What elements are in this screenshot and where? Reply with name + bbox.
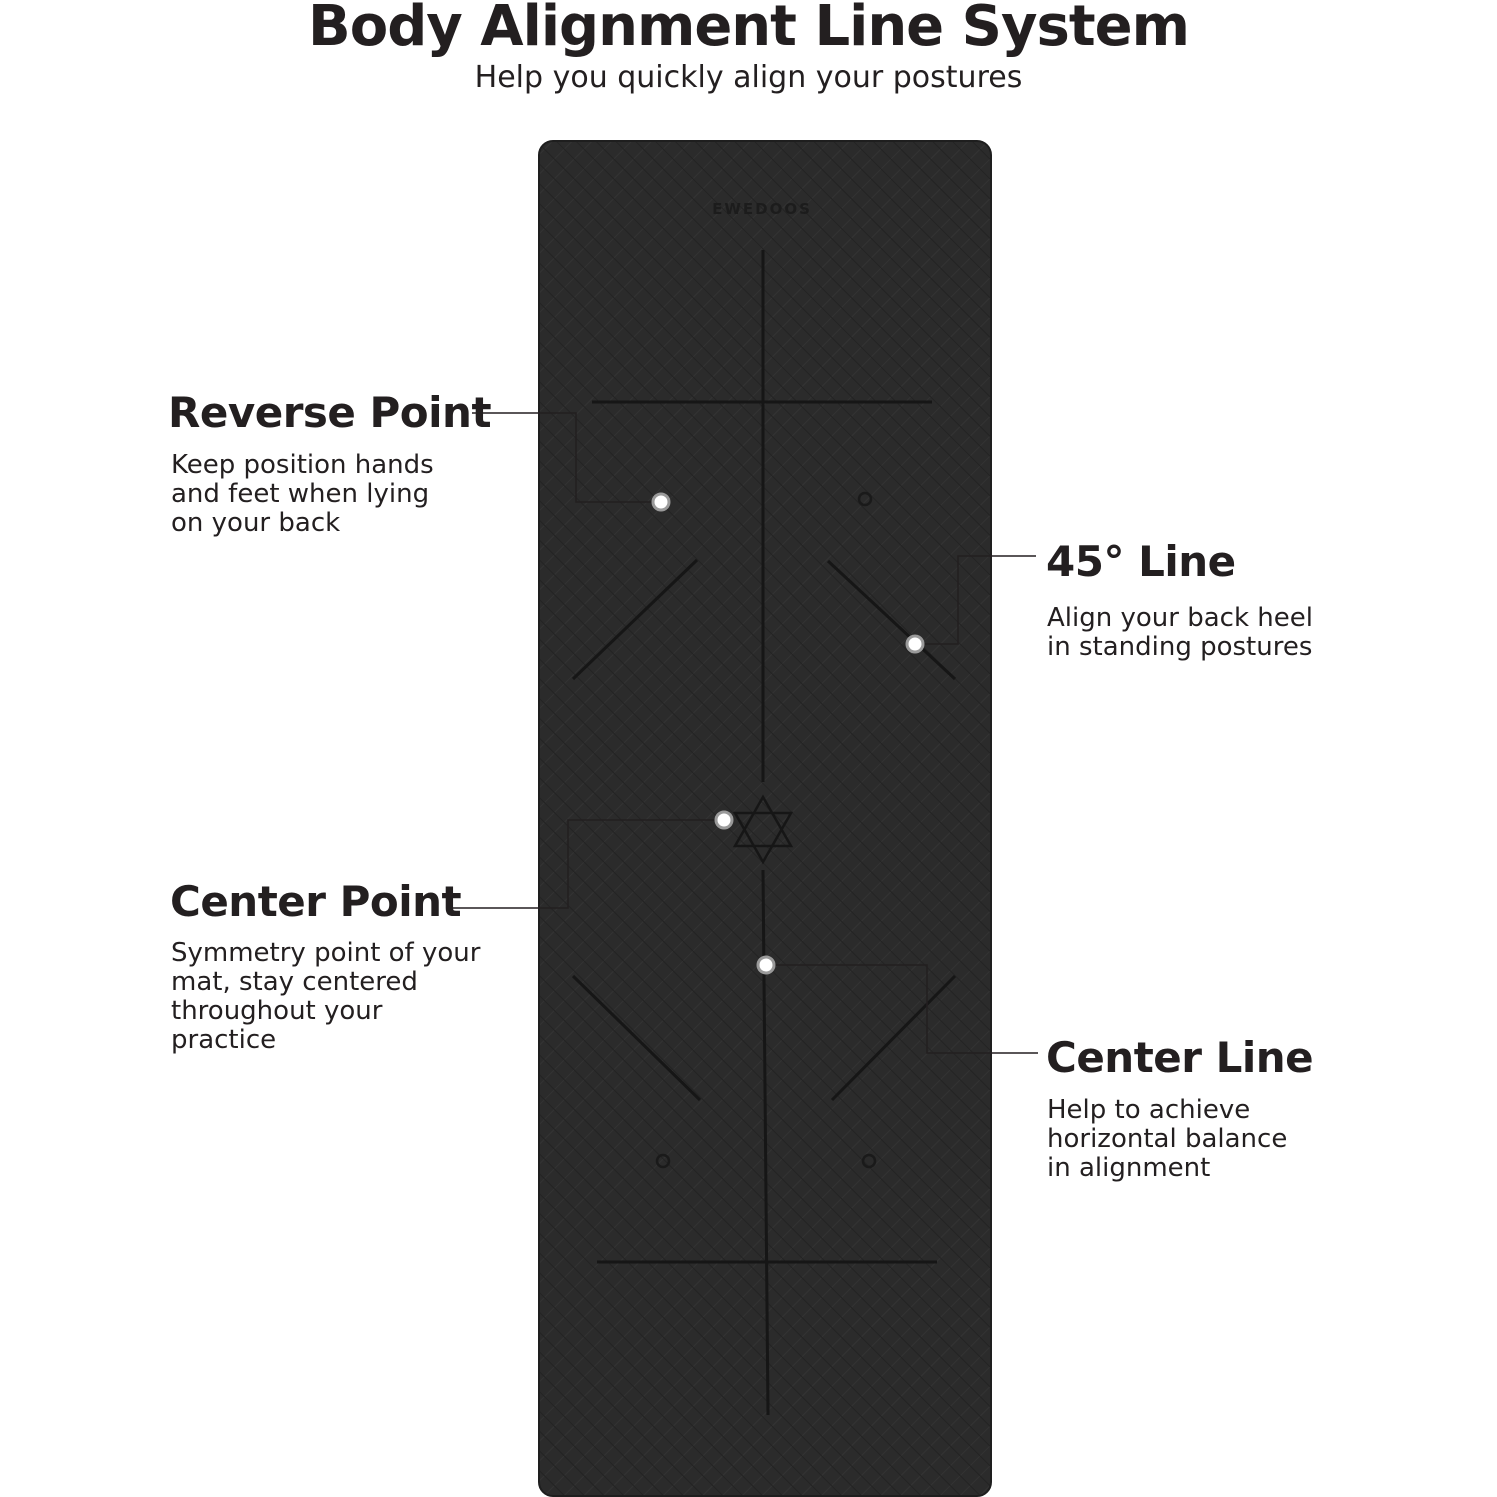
leader-line-center-point (450, 819, 724, 909)
marker-45-line (905, 634, 925, 654)
leader-line-center-line (766, 964, 1038, 1054)
marker-reverse-point (651, 492, 671, 512)
callout-desc-45-line: Align your back heel in standing posture… (1047, 603, 1313, 662)
callout-desc-center-point: Symmetry point of your mat, stay centere… (171, 938, 481, 1055)
page-title: Body Alignment Line System (308, 0, 1190, 59)
callout-title-reverse-point: Reverse Point (168, 388, 492, 437)
mat-brand-label: EWEDOOS (712, 200, 812, 218)
callout-desc-center-line: Help to achieve horizontal balance in al… (1047, 1095, 1288, 1183)
callout-title-center-point: Center Point (170, 877, 462, 926)
callout-desc-reverse-point: Keep position hands and feet when lying … (171, 450, 434, 538)
leader-line-reverse-point (472, 412, 661, 503)
alignment-lines (571, 250, 957, 1416)
diagonal-line-top-right (826, 559, 957, 681)
leader-lines (450, 412, 1038, 1054)
callout-title-45-line: 45° Line (1046, 537, 1236, 586)
reverse-point-bottom-right (861, 1153, 877, 1169)
reverse-point-top-right (857, 491, 873, 507)
highlight-markers (651, 492, 925, 975)
diagonal-line-top-left (571, 558, 699, 681)
center-star-icon (732, 794, 794, 865)
mat-reverse-points (655, 491, 877, 1169)
yoga-mat (538, 140, 992, 1497)
reverse-point-bottom-left (655, 1153, 671, 1169)
page-subtitle: Help you quickly align your postures (474, 60, 1023, 95)
diagonal-line-bottom-right (830, 974, 957, 1102)
leader-line-45-line (915, 555, 1036, 645)
callout-title-center-line: Center Line (1046, 1033, 1314, 1082)
diagonal-line-bottom-left (571, 974, 702, 1102)
marker-center-line (756, 955, 776, 975)
marker-center-point (714, 810, 734, 830)
